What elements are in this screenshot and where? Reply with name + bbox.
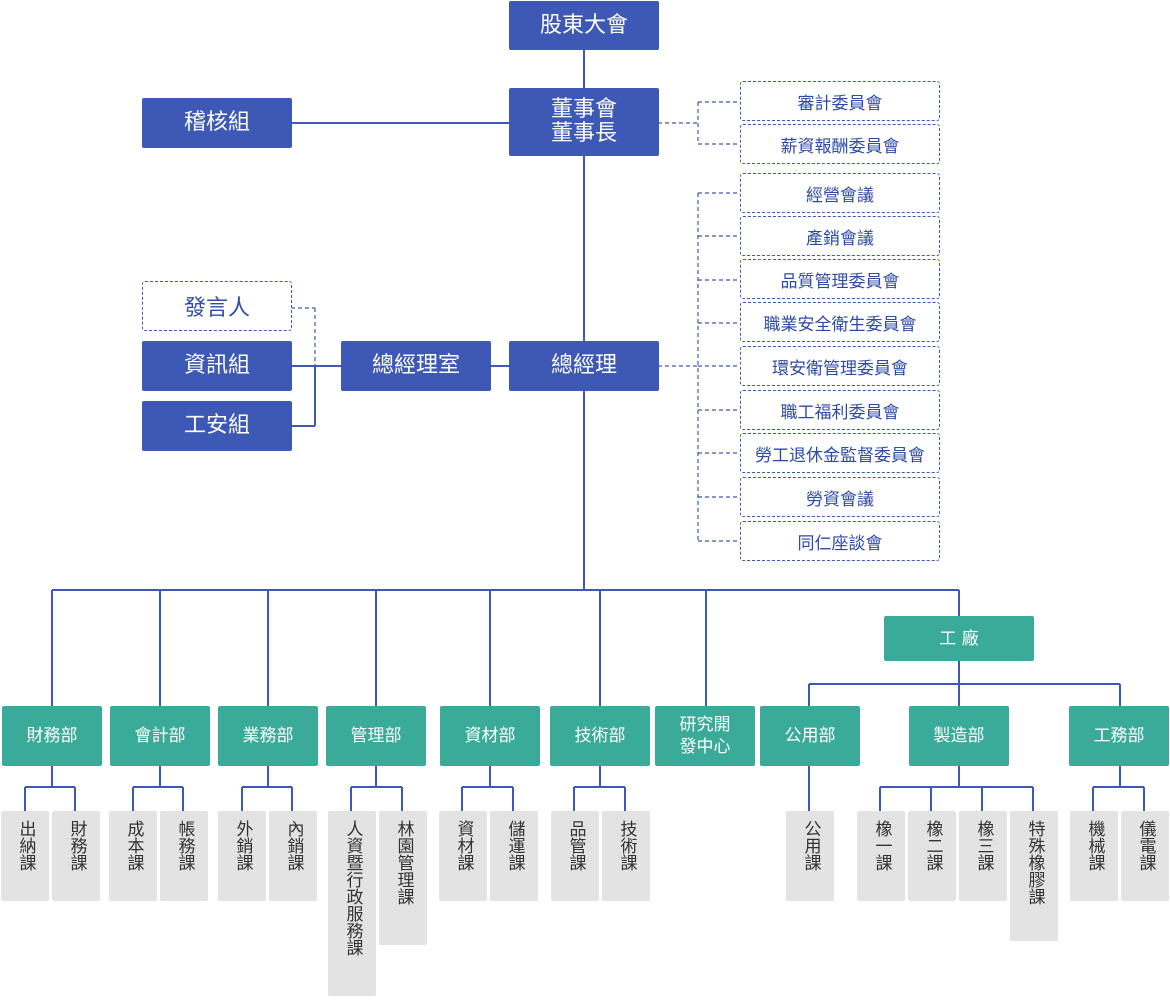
- committee-box: 產銷會議: [740, 216, 940, 256]
- audit-committee-box: 審計委員會: [740, 81, 940, 121]
- board-of-directors-box: 董事會 董事長: [509, 88, 659, 156]
- committee-box: 同仁座談會: [740, 521, 940, 561]
- department-box: 技術部: [550, 706, 650, 766]
- department-box: 管理部: [326, 706, 426, 766]
- committee-box: 勞資會議: [740, 477, 940, 517]
- section-box: 外銷課: [218, 811, 266, 901]
- safety-group-box: 工安組: [142, 401, 292, 451]
- shareholders-meeting-box: 股東大會: [509, 1, 659, 50]
- compensation-committee-box: 薪資報酬委員會: [740, 124, 940, 164]
- section-box: 公用課: [786, 811, 834, 901]
- department-box: 會計部: [110, 706, 210, 766]
- section-box: 帳務課: [160, 811, 208, 901]
- section-box: 技術課: [602, 811, 650, 901]
- audit-group-box: 稽核組: [142, 98, 292, 148]
- department-box: 製造部: [909, 706, 1009, 766]
- department-box: 財務部: [2, 706, 102, 766]
- committee-box: 勞工退休金監督委員會: [740, 433, 940, 473]
- section-box: 儲運課: [490, 811, 538, 901]
- spokesperson-box: 發言人: [142, 281, 292, 331]
- section-box: 機械課: [1070, 811, 1118, 901]
- department-box: 研究開 發中心: [655, 706, 755, 766]
- section-box: 資材課: [439, 811, 487, 901]
- committee-box: 環安衛管理委員會: [740, 346, 940, 386]
- it-group-box: 資訊組: [142, 341, 292, 391]
- committee-box: 職工福利委員會: [740, 390, 940, 430]
- section-box: 人資暨行政服務課: [328, 811, 376, 996]
- factory-box: 工 廠: [884, 616, 1034, 661]
- section-box: 內銷課: [269, 811, 317, 901]
- president-office-box: 總經理室: [341, 341, 491, 391]
- section-box: 特殊橡膠課: [1010, 811, 1058, 941]
- section-box: 林園管理課: [379, 811, 427, 945]
- committee-box: 經營會議: [740, 173, 940, 213]
- section-box: 出納課: [1, 811, 49, 901]
- president-box: 總經理: [509, 341, 659, 391]
- department-box: 公用部: [760, 706, 860, 766]
- section-box: 品管課: [551, 811, 599, 901]
- section-box: 橡二課: [908, 811, 956, 901]
- committee-box: 職業安全衛生委員會: [740, 302, 940, 342]
- section-box: 儀電課: [1121, 811, 1169, 901]
- department-box: 資材部: [440, 706, 540, 766]
- department-box: 業務部: [218, 706, 318, 766]
- section-box: 成本課: [109, 811, 157, 901]
- department-box: 工務部: [1069, 706, 1169, 766]
- section-box: 橡一課: [857, 811, 905, 901]
- section-box: 財務課: [52, 811, 100, 901]
- section-box: 橡三課: [959, 811, 1007, 901]
- committee-box: 品質管理委員會: [740, 259, 940, 299]
